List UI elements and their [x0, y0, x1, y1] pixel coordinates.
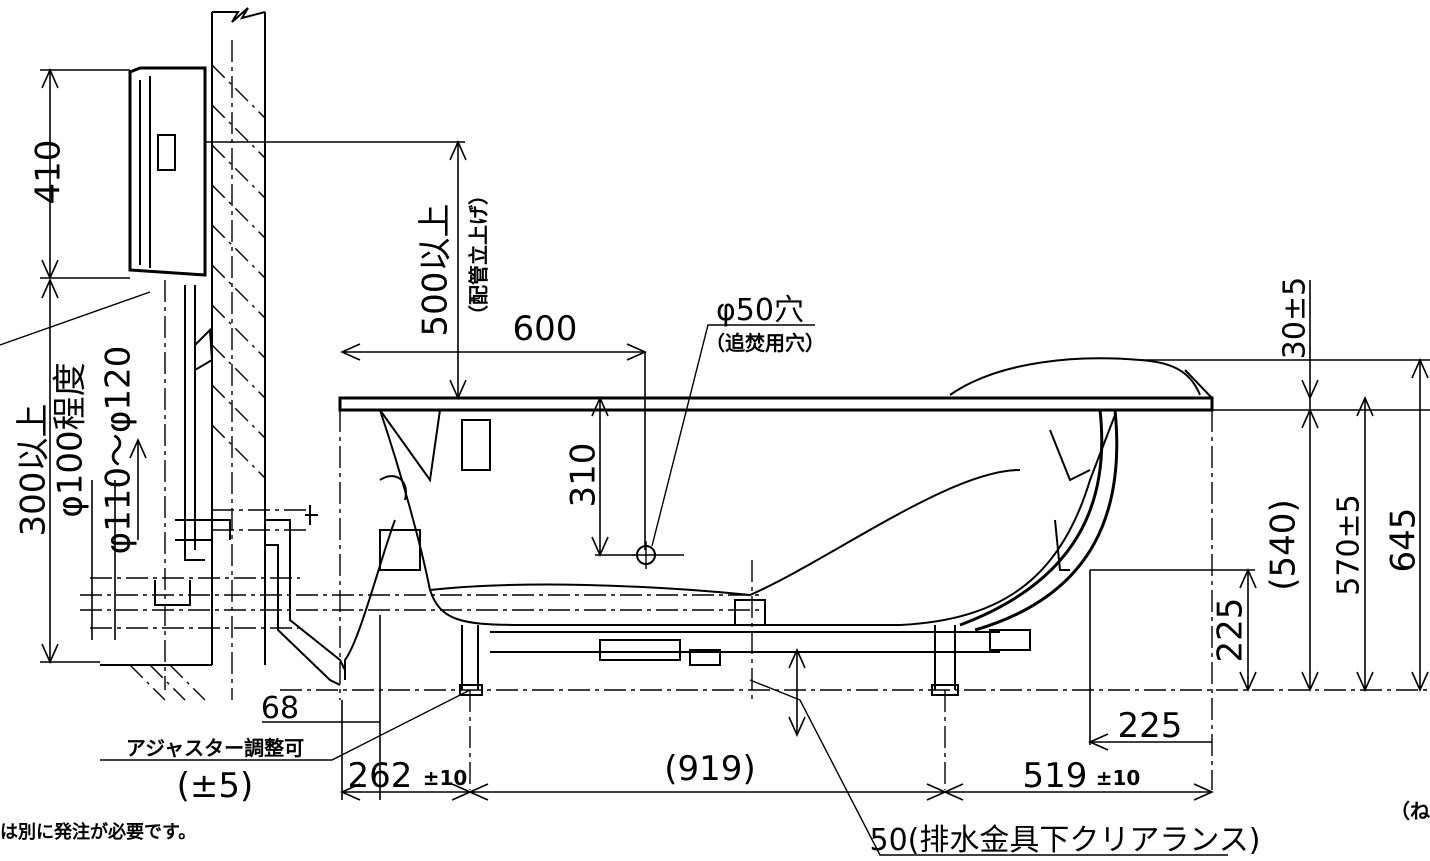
dimension-labels: 410 500以上 （配管立上げ） 300以上 φ100程度 φ110～φ120…	[14, 140, 1424, 858]
dim-262: 262	[348, 756, 413, 796]
dim-floor-to-rim: 570±5	[1332, 494, 1367, 595]
dim-262-tol: ±10	[423, 766, 468, 790]
dim-600: 600	[513, 309, 578, 349]
dim-riser-note: （配管立上げ）	[467, 185, 491, 325]
dim-919: (919)	[664, 749, 755, 789]
bathtub-body	[338, 357, 1214, 696]
dim-519-tol: ±10	[1096, 766, 1141, 790]
dim-68: 68	[261, 691, 299, 726]
dim-300-clearance: 300以上	[14, 404, 54, 537]
adjuster-label: アジャスター調整可	[126, 736, 304, 760]
dim-410: 410	[29, 140, 69, 205]
dim-hole-note: （追焚用穴）	[705, 331, 825, 355]
dim-hole-label: φ50穴	[716, 293, 804, 328]
dim-519: 519	[1023, 756, 1088, 796]
drain-clearance-label: 50(排水金具下クリアランス)	[870, 823, 1261, 858]
dim-rim-thickness: 30±5	[1278, 277, 1313, 359]
water-heater-unit	[128, 66, 231, 606]
dimension-lines	[0, 68, 1430, 856]
dim-inner-height: (540)	[1264, 499, 1304, 590]
dim-310: 310	[564, 443, 604, 508]
drain-pipe	[212, 505, 346, 686]
dim-drain-height: 225	[1211, 598, 1251, 663]
wall-structure	[100, 7, 266, 701]
dim-total-height: 645	[1384, 508, 1424, 573]
edge-text: （ね	[1390, 799, 1430, 823]
dim-pipe-diameter-alt: φ110～φ120	[99, 346, 139, 555]
dim-pipe-diameter: φ100程度	[51, 362, 91, 517]
order-note: は別に発注が必要です。	[0, 821, 196, 843]
adjuster-range: (±5)	[177, 766, 254, 806]
notes: は別に発注が必要です。 （ね	[0, 799, 1430, 843]
reference-lines	[80, 40, 1430, 790]
dim-drain-offset: 225	[1118, 706, 1183, 746]
dim-500-clearance: 500以上	[416, 204, 456, 337]
